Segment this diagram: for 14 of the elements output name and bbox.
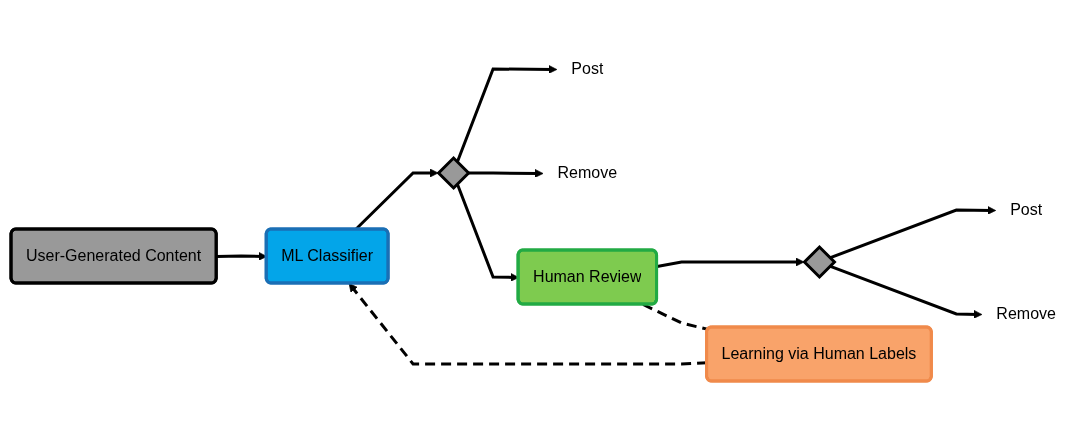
node-text: Remove: [996, 305, 1056, 322]
arrow: [455, 65, 558, 163]
arrow: [468, 169, 544, 178]
node-text: Post: [1010, 201, 1043, 218]
connector: [642, 303, 709, 331]
arrow: [829, 264, 983, 319]
arrow: [829, 206, 997, 260]
arrow: [455, 183, 519, 282]
arrow: [348, 283, 708, 366]
arrow: [656, 257, 805, 268]
node-diamond: [436, 155, 471, 191]
node-text: Post: [571, 60, 604, 77]
node-diamond: [802, 244, 837, 280]
node-text: Remove: [557, 164, 618, 181]
